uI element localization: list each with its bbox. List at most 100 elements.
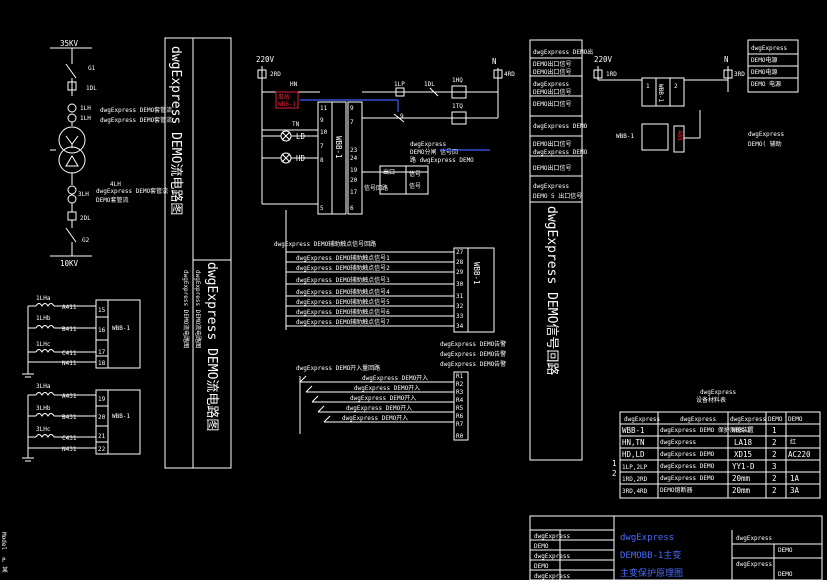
ct2-relay: WBB-1 xyxy=(112,413,130,420)
parts-r3-c0: 1LP,2LP xyxy=(622,464,648,471)
parts-subtitle: 设备材料表 xyxy=(696,396,726,404)
right-relay-label: WBB-1 xyxy=(657,84,664,102)
signal-pin-6: 33 xyxy=(456,313,464,320)
parts-row-1: HN,TN dwgExpress LA18 2 红 xyxy=(622,438,796,447)
control-cell-a: 出口 xyxy=(383,168,395,176)
signal-rungs: dwgExpress DEMO辅助触点信号回路 dwgExpress DEMO辅… xyxy=(274,210,506,368)
signal-row-1-label: dwgExpress DEMO辅助触点信号2 xyxy=(296,264,390,272)
tb-right-2: dwgExpress xyxy=(736,561,773,568)
relay-body xyxy=(331,101,347,215)
pin-left-2: 10 xyxy=(320,129,328,136)
parts-r3-c3: 3 xyxy=(772,462,777,471)
supply-220v-right: 220V xyxy=(594,55,613,64)
relay-wbb-label: WBB-1 xyxy=(334,136,343,159)
corner-c: 某 xyxy=(2,567,8,574)
closing-coil-label: 1HQ xyxy=(452,77,463,84)
parts-r2-c1: dwgExpress DEMO xyxy=(660,451,715,458)
red-trip-box xyxy=(275,91,299,109)
ct2-term-21: 21 xyxy=(98,433,106,440)
tb-right-0: dwgExpress xyxy=(736,535,773,542)
ct-group-1: 1LHa 1LHb 1LHc A411 B411 C411 N411 15 16… xyxy=(22,295,141,378)
vertical-title-columns: dwgExpress DEMO流电路图 dwgExpress DEMO流电路图 … xyxy=(164,37,583,469)
transformer-winding-lv xyxy=(58,146,86,174)
parts-row-4: 1RD,2RD dwgExpress DEMO 20mm 2 1A xyxy=(622,474,800,483)
input-row-4-label: dwgExpress DEMO开入 xyxy=(342,415,408,422)
pin-left-0: 11 xyxy=(320,105,328,112)
parts-side-num-2: 2 xyxy=(612,469,617,478)
tb-main-2: DEMOBB-1主变 xyxy=(620,549,681,561)
ct2-lha: 3LHa xyxy=(36,383,51,390)
input-row-2-label: dwgExpress DEMO开入 xyxy=(350,395,416,402)
right-box-row-3: DEMO 电源 xyxy=(751,80,781,88)
signal-pin-7: 34 xyxy=(456,323,464,330)
input-pin-0: R1 xyxy=(456,373,464,380)
signal-description-table: dwgExpress DEMO出 DEMO出口信号 DEMO出口信号 dwgEx… xyxy=(530,48,593,200)
parts-r0-c3: 1 xyxy=(772,426,777,435)
red-trip-label: 事故 xyxy=(278,93,290,101)
ct1-wire-c: C411 xyxy=(62,350,77,357)
parts-r1-c3: 2 xyxy=(772,438,777,447)
red-trip-relay: WBB-1 xyxy=(278,101,296,108)
ct1-term-17: 17 xyxy=(98,349,106,356)
fuse-2rd-label: 2RD xyxy=(270,71,281,78)
tb-left-0: dwgExpress xyxy=(534,533,571,540)
right-pin-1: 1 xyxy=(646,83,650,90)
signal-right-note-0: dwgExpress DEMO告警 xyxy=(440,340,506,348)
mid-row-3: dwgExpress xyxy=(533,81,570,88)
control-cell-c: 信号 xyxy=(409,182,421,190)
parts-r0-c1: dwgExpress DEMO 保护测控装置 xyxy=(660,426,754,434)
parts-header-2: dwgExpress xyxy=(730,416,767,423)
input-row-3: dwgExpress DEMO开入 xyxy=(318,405,454,413)
input-row-4: dwgExpress DEMO开入 xyxy=(324,415,454,423)
input-row-3-label: dwgExpress DEMO开入 xyxy=(346,405,412,412)
parts-r5-c2: 20mm xyxy=(732,486,751,495)
mid-row-1: DEMO出口信号 xyxy=(533,60,571,68)
signal-relay-label: WBB-1 xyxy=(472,262,481,285)
parts-r1-c0: HN,TN xyxy=(622,438,645,447)
signal-row-3-label: dwgExpress DEMO辅助触点信号4 xyxy=(296,288,390,296)
parts-r2-c3: 2 xyxy=(772,450,777,459)
input-row-2: dwgExpress DEMO开入 xyxy=(312,395,454,403)
lv-label: 10KV xyxy=(60,259,79,268)
parts-row-0: WBB-1 dwgExpress DEMO 保护测控装置 WBB-1 1 xyxy=(622,426,777,435)
signal-pin-2: 29 xyxy=(456,269,464,276)
mid-row-10: dwgExpress xyxy=(533,183,570,190)
right-pin-2: 2 xyxy=(674,83,678,90)
signal-row-2: dwgExpress DEMO辅助触点信号3 xyxy=(286,276,454,285)
parts-r2-c0: HD,LD xyxy=(622,450,645,459)
ct1-wire-n: N411 xyxy=(62,360,77,367)
ct2-term-19: 19 xyxy=(98,396,106,403)
supply-220v-left: 220V xyxy=(256,55,275,64)
ct1-lhc: 1LHc xyxy=(36,341,51,348)
tb-left-1: DEMO xyxy=(534,543,549,550)
ct2-wire-b: B431 xyxy=(62,414,77,421)
ct1-relay: WBB-1 xyxy=(112,325,130,332)
mid-row-0: dwgExpress DEMO出 xyxy=(533,48,593,56)
input-pin-6: R7 xyxy=(456,421,464,428)
disconnector-g1-label: G1 xyxy=(88,65,96,72)
right-note-1: dwgExpress xyxy=(748,131,785,138)
ct2-wire-n: N431 xyxy=(62,446,77,453)
signal-row-3: dwgExpress DEMO辅助触点信号4 xyxy=(286,288,454,297)
input-row-0-label: dwgExpress DEMO开入 xyxy=(362,375,428,382)
transformer-winding-hv xyxy=(58,126,86,154)
hn-label: HN xyxy=(290,81,298,88)
signal-right-note-1: dwgExpress DEMO告警 xyxy=(440,350,506,358)
mid-row-2: DEMO出口信号 xyxy=(533,68,571,76)
input-pin-strip xyxy=(453,371,469,441)
tb-left-2: dwgExpress xyxy=(534,553,571,560)
right-box-row-2: DEMO电源 xyxy=(751,68,777,76)
ct-1lh-label-b: 1LH xyxy=(80,115,91,122)
parts-header-3: DEMO xyxy=(768,416,783,423)
neutral-n-label: N xyxy=(492,57,497,66)
parts-r2-c2: XD15 xyxy=(734,450,752,459)
right-note-2: DEMO( 辅助 xyxy=(748,140,782,148)
parts-r4-c4: 1A xyxy=(790,474,800,483)
parts-r5-c4: 3A xyxy=(790,486,800,495)
parts-r2-c4: AC220 xyxy=(788,450,811,459)
ct2-lhb: 3LHb xyxy=(36,405,51,412)
signal-right-note-2: dwgExpress DEMO告警 xyxy=(440,360,506,368)
ct-4lh-note-b: DEMO套管流 xyxy=(96,196,128,204)
lp1-label: 1LP xyxy=(394,81,405,88)
